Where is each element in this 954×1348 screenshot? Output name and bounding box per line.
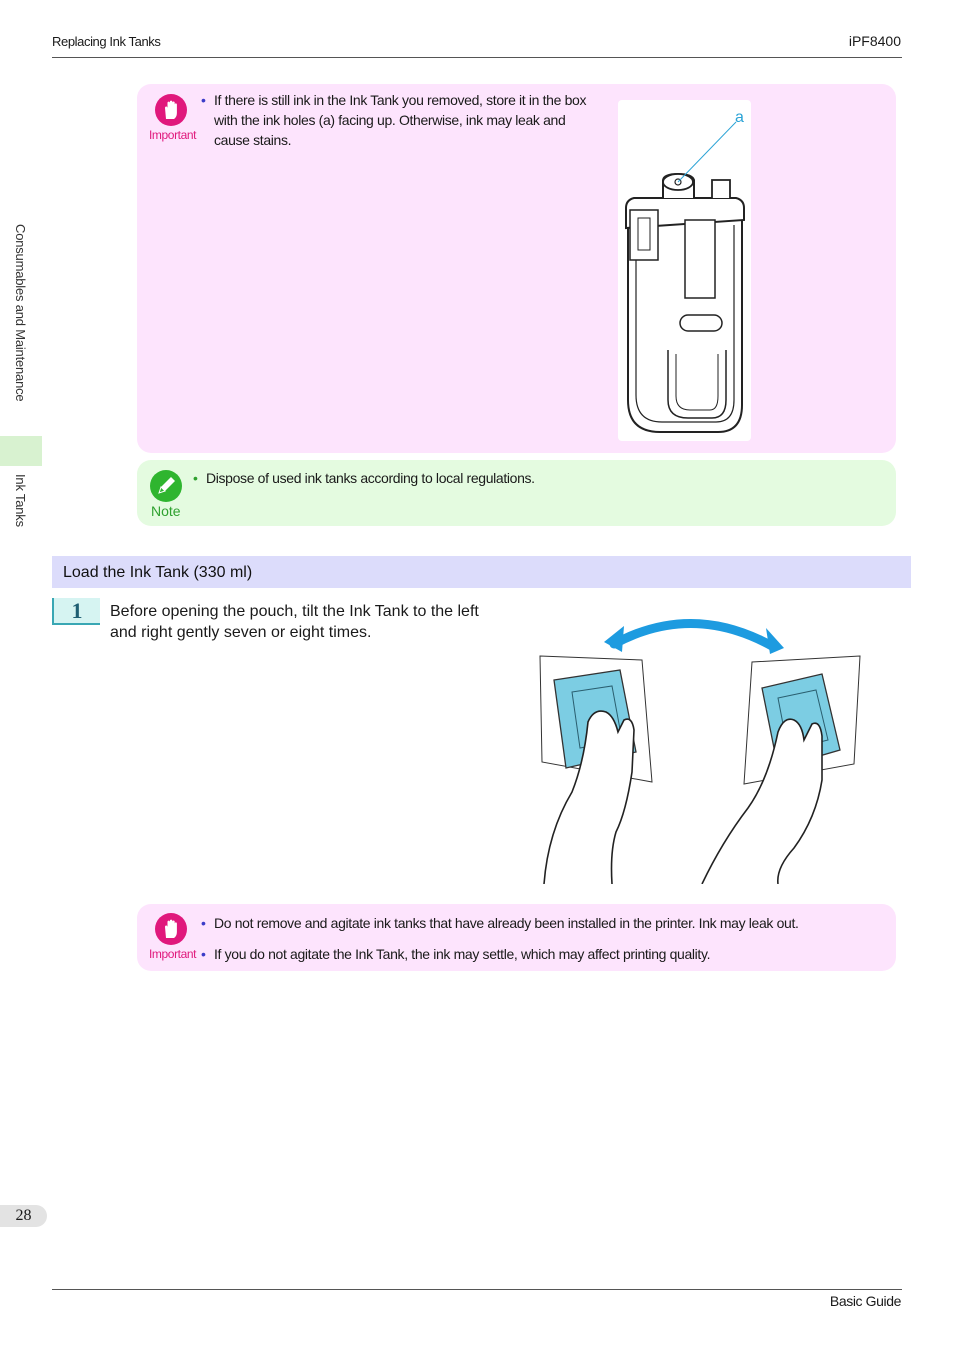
page-number: 28: [0, 1205, 47, 1227]
footer-guide-name: Basic Guide: [829, 1293, 901, 1309]
section-title: Load the Ink Tank (330 ml): [63, 564, 253, 581]
note-pencil-icon: [150, 470, 182, 502]
note-bullet: •Dispose of used ink tanks according to …: [193, 470, 535, 486]
header-divider: [52, 57, 902, 58]
important-hand-icon-2: [155, 913, 187, 945]
side-tab-active-marker: [0, 436, 42, 466]
important-hand-icon: [155, 94, 187, 126]
figure-callout-label: a: [735, 109, 744, 126]
step-number-badge: 1: [52, 598, 100, 625]
side-tab-chapter[interactable]: Consumables and Maintenance: [13, 224, 28, 402]
header-model-name: iPF8400: [848, 33, 901, 49]
section-heading-bar: [52, 556, 911, 588]
ink-tank-figure: a: [618, 100, 751, 441]
important-box: [137, 84, 896, 453]
step-instruction: Before opening the pouch, tilt the Ink T…: [110, 603, 479, 641]
important-label: Important: [149, 128, 197, 142]
footer-divider: [52, 1289, 902, 1290]
header-section-title: Replacing Ink Tanks: [52, 34, 161, 49]
note-box: [137, 460, 896, 526]
note-label: Note: [151, 503, 181, 519]
side-tab-topic[interactable]: Ink Tanks: [13, 474, 28, 527]
important-bullet-2b: •If you do not agitate the Ink Tank, the…: [201, 946, 711, 962]
important-bullet-2a: •Do not remove and agitate ink tanks tha…: [201, 915, 799, 931]
important-box-2: [137, 904, 896, 971]
agitate-ink-tank-figure: [522, 612, 877, 885]
important-bullet: •If there is still ink in the Ink Tank y…: [201, 92, 587, 148]
important-label-2: Important: [149, 947, 197, 961]
